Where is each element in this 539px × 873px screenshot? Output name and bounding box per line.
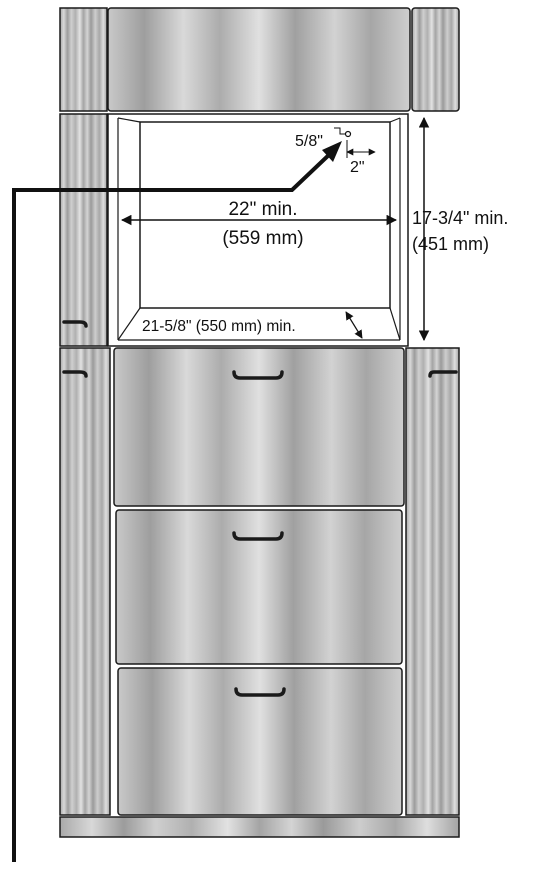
side-cabinet-handle xyxy=(62,370,88,378)
outlet-side-label: 2" xyxy=(350,159,365,176)
drawer-handle xyxy=(232,531,284,541)
width-label-inches: 22" min. xyxy=(228,199,297,220)
opening-perspective-line xyxy=(389,307,401,341)
toe-kick xyxy=(59,816,460,838)
drawer-bottom xyxy=(117,667,403,816)
opening-perspective-line xyxy=(117,117,141,123)
drawer-top xyxy=(113,347,405,507)
width-label-mm: (559 mm) xyxy=(222,228,303,249)
outlet-offset-bracket xyxy=(334,127,346,135)
upper-cabinet-left xyxy=(59,7,108,112)
drawer-middle xyxy=(115,509,403,665)
left-side-cabinet-upper xyxy=(59,113,108,347)
height-label-mm: (451 mm) xyxy=(412,234,489,254)
opening-perspective-line xyxy=(389,117,401,123)
cord-arrowhead xyxy=(322,141,342,162)
drawer-handle xyxy=(234,687,286,697)
depth-label: 21-5/8" (550 mm) min. xyxy=(142,318,296,335)
power-cord xyxy=(12,150,334,862)
side-cabinet-handle xyxy=(428,370,458,378)
upper-cabinet-center xyxy=(107,7,411,112)
height-label-inches: 17-3/4" min. xyxy=(412,208,508,228)
drawer-handle xyxy=(232,370,284,380)
left-side-cabinet-lower xyxy=(59,347,111,816)
side-cabinet-handle xyxy=(62,320,88,328)
depth-dimension-arrow xyxy=(345,311,363,339)
opening-perspective-line xyxy=(117,307,141,341)
upper-cabinet-right xyxy=(411,7,460,112)
outlet-offset-label: 5/8" xyxy=(295,133,323,150)
right-side-cabinet xyxy=(405,347,460,816)
